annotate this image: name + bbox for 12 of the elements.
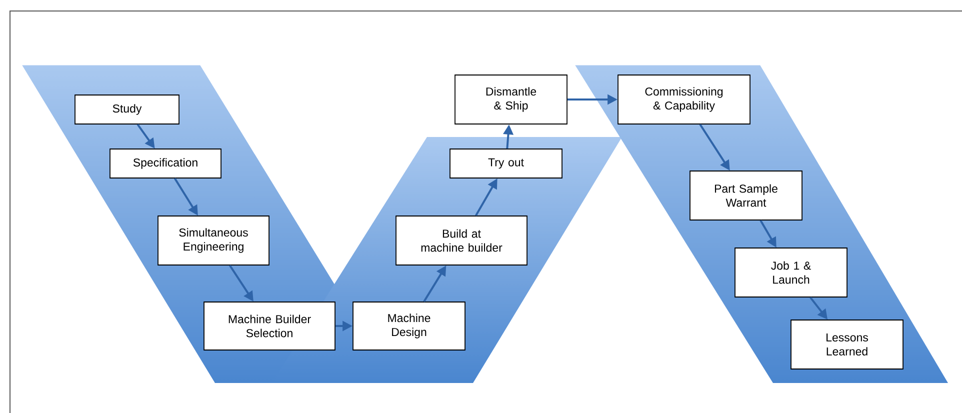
process-box: Commissioning & Capability xyxy=(618,74,750,124)
process-box: Try out xyxy=(450,148,562,178)
process-box: Part Sample Warrant xyxy=(690,170,802,220)
process-box: Machine Builder Selection xyxy=(204,302,336,350)
process-box: Specification xyxy=(110,148,222,178)
process-box: Dismantle & Ship xyxy=(454,74,568,124)
process-box: Machine Design xyxy=(352,302,466,350)
process-box: Study xyxy=(74,94,180,124)
process-box: Job 1 & Launch xyxy=(734,248,848,298)
process-box: Lessons Learned xyxy=(790,320,904,370)
process-box: Build at machine builder xyxy=(396,216,528,266)
process-box: Simultaneous Engineering xyxy=(158,216,270,266)
